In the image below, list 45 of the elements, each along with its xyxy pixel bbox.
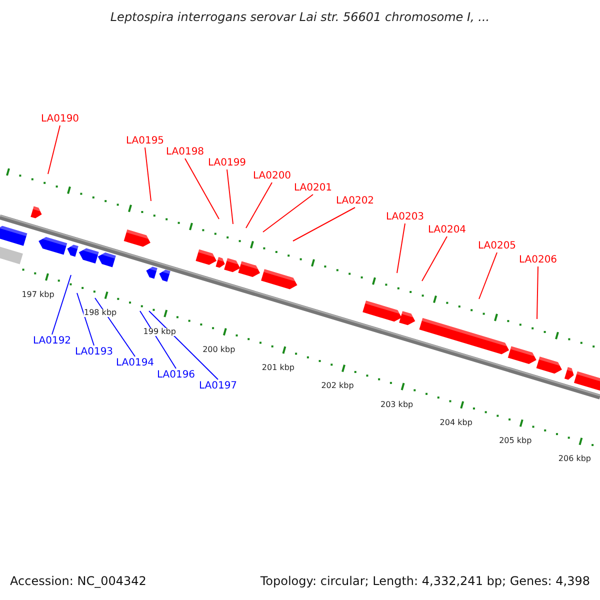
genome-stats-text: Topology: circular; Length: 4,332,241 bp; Genes: 4,398 xyxy=(260,574,590,588)
leader-line xyxy=(396,223,406,274)
gene-label: LA0205 xyxy=(478,240,516,252)
gene-label: LA0206 xyxy=(518,254,558,266)
accession-text: Accession: NC_004342 xyxy=(10,574,146,588)
leader-line xyxy=(262,194,314,232)
scale-label: 200 kbp xyxy=(202,346,236,354)
scale-label: 206 kbp xyxy=(558,455,591,464)
leader-line xyxy=(226,169,234,224)
leader-line xyxy=(94,298,136,357)
leader-line xyxy=(246,182,272,228)
leader-line xyxy=(184,158,220,220)
gene-label: LA0195 xyxy=(126,136,164,146)
gene-label: LA0201 xyxy=(294,182,332,194)
gene-label: LA0204 xyxy=(428,224,466,236)
scale-label: 205 kbp xyxy=(499,437,532,446)
leader-line xyxy=(292,207,356,242)
leader-line xyxy=(52,274,72,335)
gene-label: LA0192 xyxy=(32,336,72,346)
gene-label: LA0190 xyxy=(40,114,80,124)
scale-label: 202 kbp xyxy=(321,382,354,390)
gene-label: LA0202 xyxy=(336,196,374,206)
scale-label: 198 kbp xyxy=(84,309,117,318)
scale-label: 204 kbp xyxy=(440,418,472,427)
gene-label: LA0200 xyxy=(252,170,292,182)
map-title: Leptospira interrogans serovar Lai str. 56601 chromosome I, ... xyxy=(109,10,491,24)
leader-line xyxy=(478,252,498,300)
gene-label: LA0194 xyxy=(116,358,154,368)
gene-label: LA0199 xyxy=(208,158,246,168)
gene-label: LA0198 xyxy=(166,146,204,158)
scale-label: 199 kbp xyxy=(143,328,176,336)
leader-line xyxy=(76,292,94,346)
leader-line xyxy=(144,147,152,202)
leader-line xyxy=(536,266,538,320)
gene-label: LA0196 xyxy=(156,370,196,380)
leader-line xyxy=(148,310,218,380)
leader-line xyxy=(48,125,60,174)
gene-label: LA0197 xyxy=(198,380,238,392)
gene-label: LA0193 xyxy=(74,346,114,358)
scale-label: 201 kbp xyxy=(262,364,294,372)
leader-line xyxy=(422,236,448,282)
gene-label: LA0203 xyxy=(386,212,424,222)
scale-label: 203 kbp xyxy=(380,400,414,409)
scale-label: 197 kbp xyxy=(22,291,54,299)
leader-line xyxy=(140,310,176,369)
